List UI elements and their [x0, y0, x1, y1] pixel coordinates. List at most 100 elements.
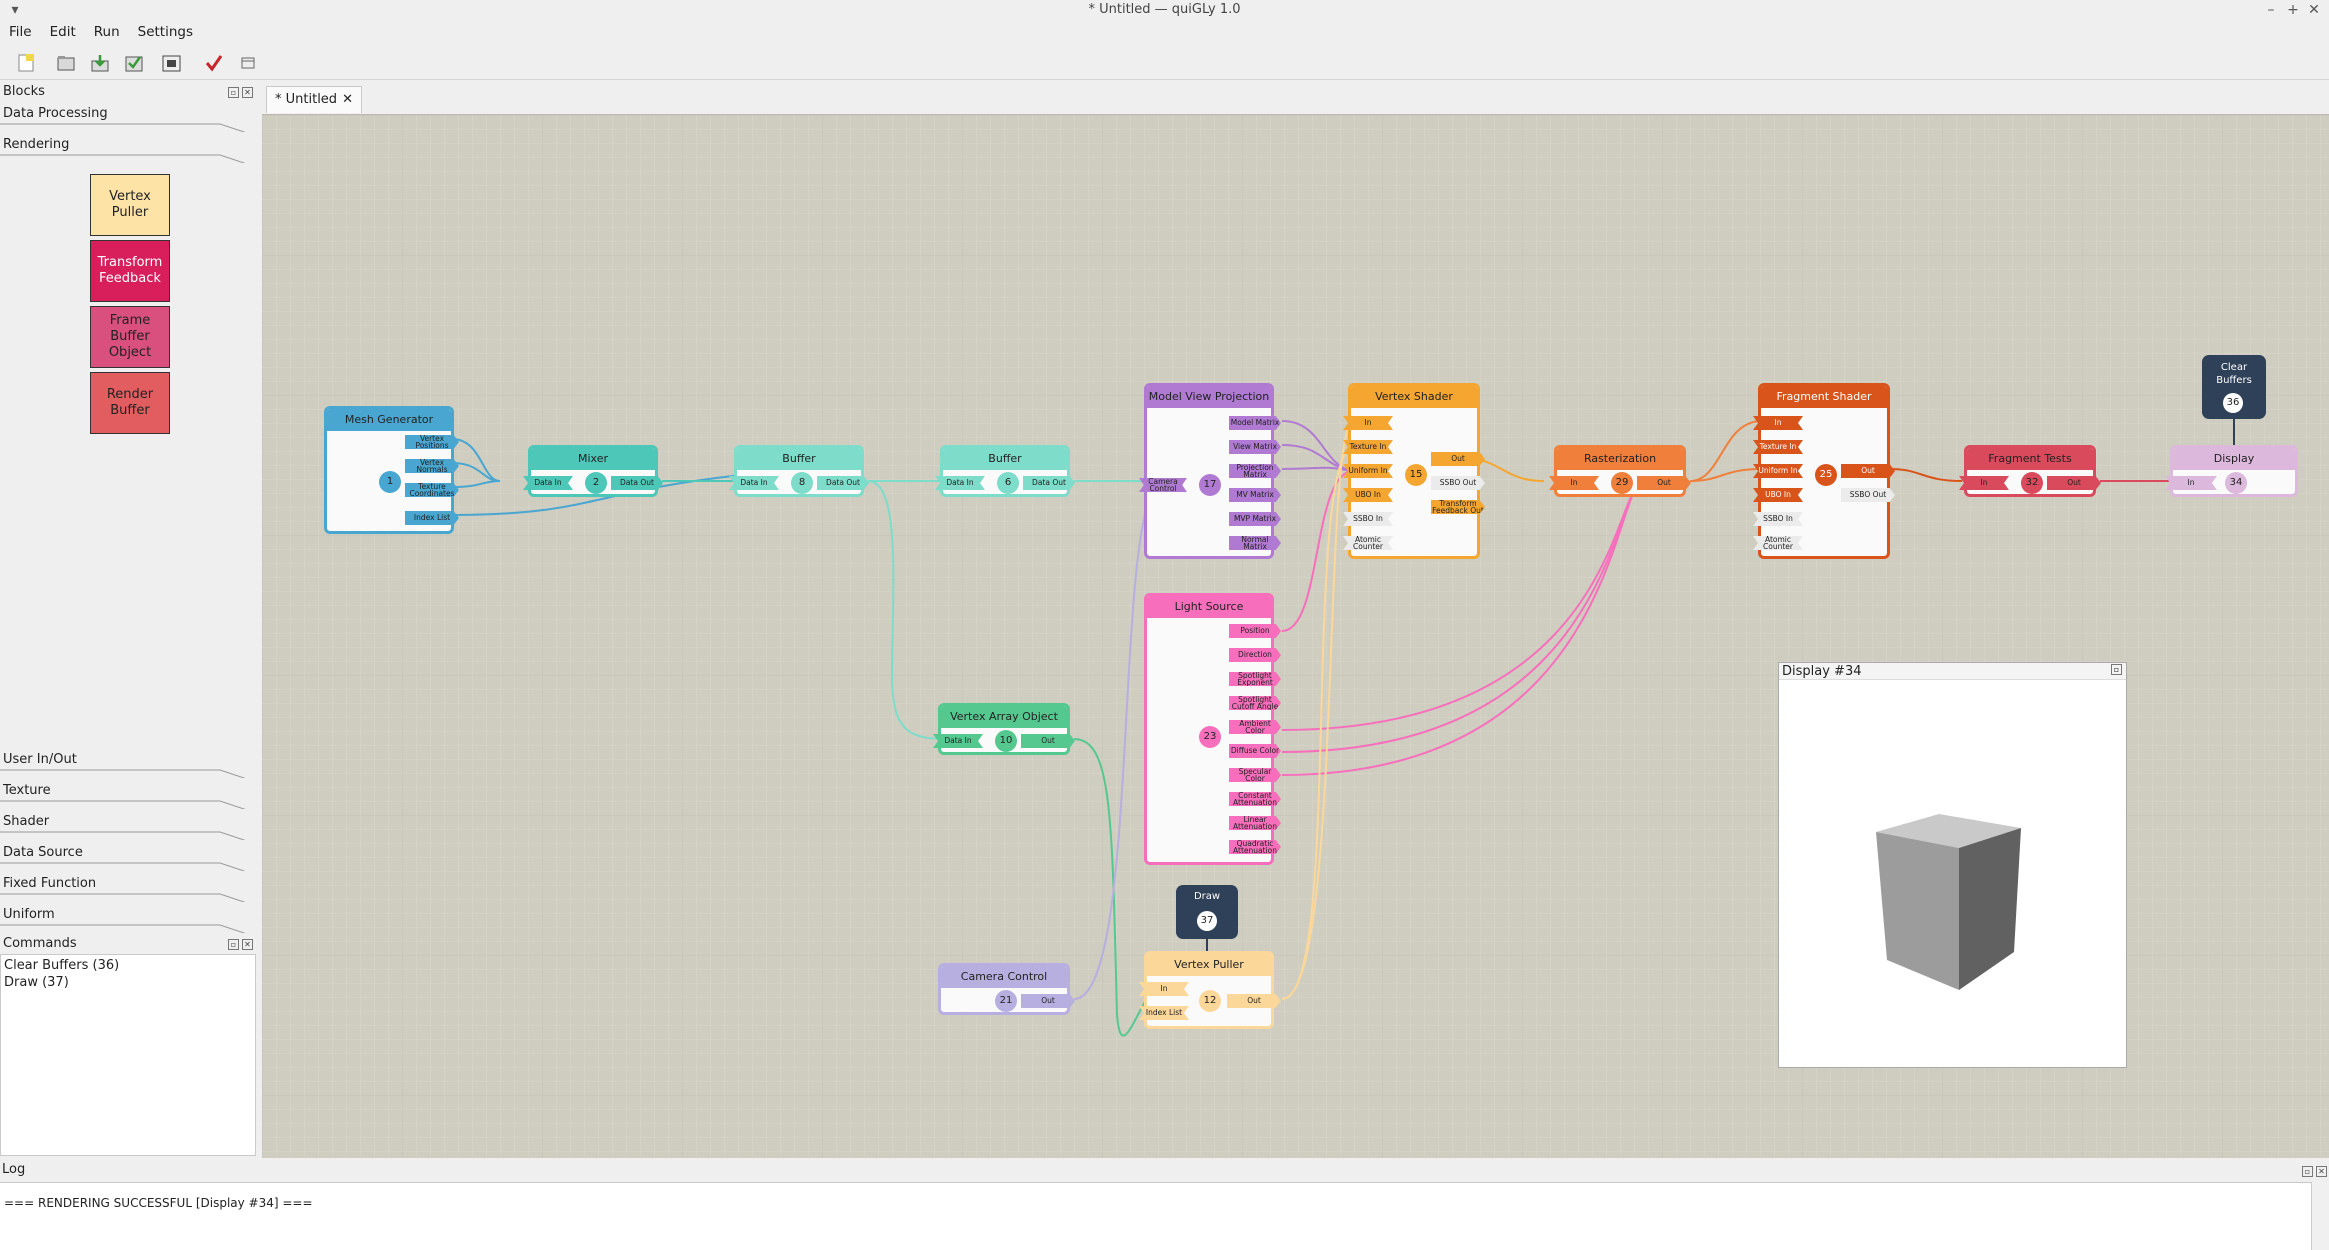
palette-transform-feedback[interactable]: Transform Feedback [90, 240, 170, 302]
port-in[interactable]: In [2165, 476, 2217, 490]
log-scrollbar[interactable] [2311, 1182, 2329, 1250]
new-file-icon[interactable] [14, 51, 38, 75]
port-atomic-counter[interactable]: Atomic Counter [1343, 536, 1393, 550]
export-icon[interactable] [160, 51, 184, 75]
float-log-icon[interactable]: ▫ [2302, 1166, 2313, 1177]
port-out[interactable]: Out [1021, 734, 1075, 748]
port-constant-attenuation[interactable]: Constant Attenuation [1229, 792, 1281, 806]
port-texture-in[interactable]: Texture In [1343, 440, 1393, 454]
category-data-processing[interactable]: Data Processing [0, 104, 256, 132]
port-data-in[interactable]: Data In [933, 734, 983, 748]
block-mixer[interactable]: Mixer 2 Data In Data Out [523, 445, 663, 497]
category-user-in-out[interactable]: User In/Out [0, 750, 256, 778]
close-commands-icon[interactable]: ✕ [242, 939, 253, 950]
port-ssbo-in[interactable]: SSBO In [1343, 512, 1393, 526]
category-data-source[interactable]: Data Source [0, 843, 256, 871]
command-draw[interactable]: Draw 37 [1176, 885, 1238, 939]
port-mv-matrix[interactable]: MV Matrix [1229, 488, 1281, 502]
port-out[interactable]: Out [1637, 476, 1691, 490]
port-texture-in[interactable]: Texture In [1753, 440, 1803, 454]
port-index-list[interactable]: Index List [1139, 1006, 1189, 1020]
port-uniform-in[interactable]: Uniform In [1343, 464, 1393, 478]
port-data-out[interactable]: Data Out [1023, 476, 1075, 490]
save-as-icon[interactable] [122, 51, 146, 75]
port-view-matrix[interactable]: View Matrix [1229, 440, 1281, 454]
port-out[interactable]: Out [1227, 994, 1281, 1008]
port-out[interactable]: Out [2047, 476, 2101, 490]
port-normal-matrix[interactable]: Normal Matrix [1229, 536, 1281, 550]
palette-vertex-puller[interactable]: Vertex Puller [90, 174, 170, 236]
port-data-out[interactable]: Data Out [817, 476, 869, 490]
render-settings-icon[interactable] [236, 51, 260, 75]
menu-file[interactable]: File [9, 24, 32, 40]
minimize-icon[interactable]: – [2267, 2, 2275, 18]
command-clear-buffers[interactable]: Clear Buffers 36 [2202, 355, 2266, 419]
block-model-view-projection[interactable]: Model View Projection 17 Camera Control … [1139, 383, 1281, 559]
port-ssbo-out[interactable]: SSBO Out [1841, 488, 1895, 502]
port-quadratic-attenuation[interactable]: Quadratic Attenuation [1229, 840, 1281, 854]
command-item[interactable]: Clear Buffers (36) [4, 958, 120, 973]
tab-untitled[interactable]: * Untitled✕ [266, 86, 362, 113]
menu-run[interactable]: Run [93, 24, 120, 40]
port-uniform-in[interactable]: Uniform In [1753, 464, 1803, 478]
port-ubo-in[interactable]: UBO In [1753, 488, 1803, 502]
port-mvp-matrix[interactable]: MVP Matrix [1229, 512, 1281, 526]
port-ambient-color[interactable]: Ambient Color [1229, 720, 1281, 734]
port-vertex-positions[interactable]: Vertex Positions [405, 435, 459, 449]
port-in[interactable]: In [1139, 982, 1189, 996]
port-projection-matrix[interactable]: Projection Matrix [1229, 464, 1281, 478]
category-texture[interactable]: Texture [0, 781, 256, 809]
port-specular-color[interactable]: Specular Color [1229, 768, 1281, 782]
block-camera-control[interactable]: Camera Control 21 Out [938, 963, 1075, 1015]
palette-render-buffer[interactable]: Render Buffer [90, 372, 170, 434]
float-display-icon[interactable]: ▫ [2111, 664, 2122, 675]
close-tab-icon[interactable]: ✕ [342, 92, 353, 107]
block-rasterization[interactable]: Rasterization 29 In Out [1549, 445, 1691, 497]
display-window[interactable]: Display #34▫ [1778, 662, 2127, 1068]
port-linear-attenuation[interactable]: Linear Attenuation [1229, 816, 1281, 830]
close-panel-icon[interactable]: ✕ [242, 87, 253, 98]
menu-settings[interactable]: Settings [137, 24, 194, 40]
open-file-icon[interactable] [54, 51, 78, 75]
port-spotlight-cutoff-angle[interactable]: Spotlight Cutoff Angle [1229, 696, 1281, 710]
close-log-icon[interactable]: ✕ [2316, 1166, 2327, 1177]
port-diffuse-color[interactable]: Diffuse Color [1229, 744, 1281, 758]
block-vertex-puller[interactable]: Vertex Puller 12 In Index List Out [1139, 951, 1281, 1029]
port-vertex-normals[interactable]: Vertex Normals [405, 459, 459, 473]
port-camera-control[interactable]: Camera Control [1139, 478, 1187, 492]
port-position[interactable]: Position [1229, 624, 1281, 638]
category-shader[interactable]: Shader [0, 812, 256, 840]
block-display[interactable]: Display 34 In [2165, 445, 2298, 497]
port-data-in[interactable]: Data In [729, 476, 779, 490]
block-fragment-tests[interactable]: Fragment Tests 32 In Out [1959, 445, 2101, 497]
category-fixed-function[interactable]: Fixed Function [0, 874, 256, 902]
float-panel-icon[interactable]: ▫ [228, 87, 239, 98]
port-in[interactable]: In [1549, 476, 1599, 490]
maximize-icon[interactable]: + [2287, 2, 2299, 18]
port-index-list[interactable]: Index List [405, 511, 459, 525]
port-texture-coordinates[interactable]: Texture Coordinates [405, 483, 459, 497]
port-ssbo-out[interactable]: SSBO Out [1431, 476, 1485, 490]
port-out[interactable]: Out [1841, 464, 1895, 478]
port-data-in[interactable]: Data In [523, 476, 573, 490]
block-buffer-6[interactable]: Buffer 6 Data In Data Out [935, 445, 1075, 497]
category-rendering[interactable]: Rendering [0, 135, 256, 163]
port-model-matrix[interactable]: Model Matrix [1229, 416, 1281, 430]
port-in[interactable]: In [1753, 416, 1803, 430]
port-out[interactable]: Out [1021, 994, 1075, 1008]
block-vertex-shader[interactable]: Vertex Shader 15 In Texture In Uniform I… [1343, 383, 1485, 559]
float-commands-icon[interactable]: ▫ [228, 939, 239, 950]
port-ssbo-in[interactable]: SSBO In [1753, 512, 1803, 526]
port-out[interactable]: Out [1431, 452, 1485, 466]
window-menu-icon[interactable]: ▾ [11, 2, 19, 18]
port-atomic-counter[interactable]: Atomic Counter [1753, 536, 1803, 550]
validate-checkmark-icon[interactable] [202, 51, 226, 75]
category-uniform[interactable]: Uniform [0, 905, 256, 933]
block-vertex-array-object[interactable]: Vertex Array Object 10 Data In Out [933, 703, 1075, 755]
block-light-source[interactable]: Light Source 23 Position Direction Spotl… [1144, 593, 1281, 865]
block-buffer-8[interactable]: Buffer 8 Data In Data Out [729, 445, 869, 497]
save-icon[interactable] [88, 51, 112, 75]
palette-frame-buffer-object[interactable]: Frame Buffer Object [90, 306, 170, 368]
command-item[interactable]: Draw (37) [4, 975, 69, 990]
port-in[interactable]: In [1343, 416, 1393, 430]
